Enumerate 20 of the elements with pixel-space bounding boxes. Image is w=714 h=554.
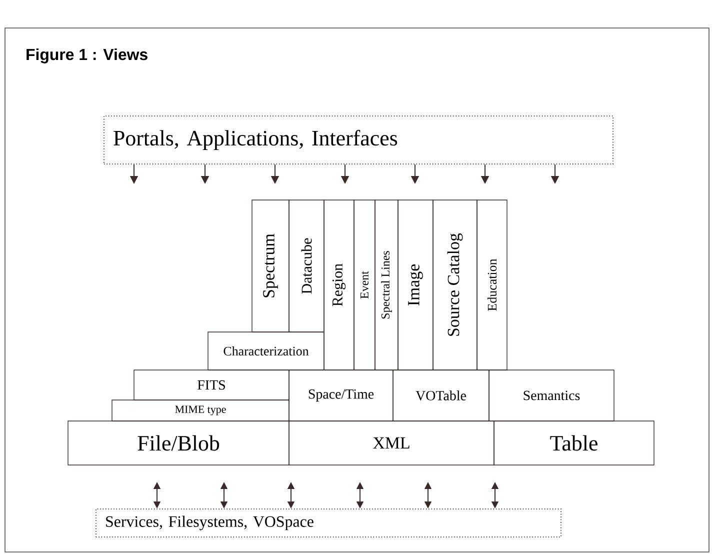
view-column: Image: [398, 200, 434, 370]
view-column: Region: [324, 200, 354, 370]
layer-box: Portals, Applications, Interfaces: [104, 115, 614, 164]
layer-box: Services, Filesystems, VOSpace: [96, 508, 562, 538]
layer-box: MIME type: [112, 400, 290, 422]
layer-box: FITS: [134, 370, 290, 400]
view-column: Source Catalog: [432, 200, 478, 370]
view-column: Datacube: [288, 200, 324, 332]
layer-box: Semantics: [488, 370, 614, 422]
layer-box: Table: [494, 420, 654, 466]
layer-box: Space/Time: [288, 370, 394, 422]
view-column: Event: [354, 200, 376, 370]
layer-box: XML: [288, 420, 494, 466]
view-column: Education: [476, 200, 508, 370]
figure-title: Figure 1 : Views: [26, 48, 148, 64]
view-column: Spectrum: [252, 200, 290, 332]
layer-box: Characterization: [208, 332, 324, 370]
layer-box: VOTable: [392, 370, 490, 422]
layer-box: File/Blob: [68, 420, 290, 466]
view-column: Spectral Lines: [374, 200, 398, 370]
